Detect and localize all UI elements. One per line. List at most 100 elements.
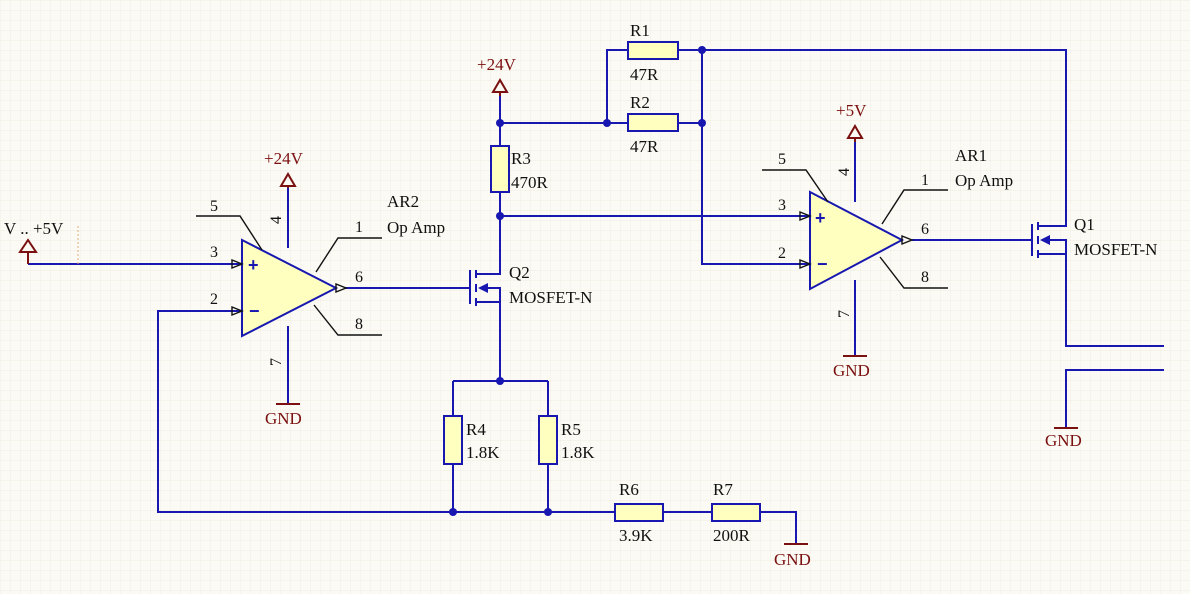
resistor-r6-body [614, 503, 664, 522]
ar2-gnd-symbol: GND [265, 403, 302, 428]
ar2-vcc-symbol: +24V [264, 149, 304, 188]
ar1-gnd-label: GND [833, 361, 870, 380]
vcc-arrow-icon [846, 124, 864, 142]
junction [603, 119, 611, 127]
ar1-pin5-number: 5 [778, 151, 786, 168]
r1-designator: R1 [630, 21, 650, 40]
wire-feedback-ar2-minus [157, 310, 615, 513]
ar1-pin3-number: 3 [778, 197, 786, 214]
ar2-vcc-label: +24V [264, 149, 304, 168]
q1-drain-lead [1038, 218, 1067, 227]
q1-arrow-icon [1040, 235, 1050, 245]
ar1-designator: AR1 [955, 146, 987, 165]
junction [698, 46, 706, 54]
ar2-pin3-arrow [231, 258, 244, 270]
ar2-pin4-number: 4 [268, 216, 285, 224]
q2-drain-lead [476, 250, 501, 275]
resistor-r4-body [443, 415, 463, 465]
ar1-vcc-label: +5V [836, 101, 867, 120]
ar1-pin7-number: 7 [836, 310, 853, 318]
q1-body-lead [1048, 239, 1067, 254]
ar1-plus-sign: + [815, 208, 826, 228]
ar2-pin5-line [196, 215, 263, 251]
ar1-vcc-symbol: +5V [836, 101, 867, 142]
ar2-pin8-number: 8 [355, 316, 363, 333]
ar1-type: Op Amp [955, 171, 1013, 190]
r3-designator: R3 [511, 149, 531, 168]
resistor-r3-body [490, 145, 510, 193]
ar2-pin3-number: 3 [210, 244, 218, 261]
junctions [449, 46, 706, 516]
r4-value: 1.8K [466, 443, 500, 462]
mosfet-q1: Q1 MOSFET-N [1031, 215, 1157, 260]
ar2-designator: AR2 [387, 192, 419, 211]
q2-type: MOSFET-N [509, 288, 592, 307]
ar2-pin7-number: 7 [268, 358, 285, 366]
ar1-pin1-number: 1 [921, 172, 929, 189]
ar2-pin2-arrow [231, 305, 244, 317]
wire-r1-right-to-q1-drain [678, 49, 1067, 218]
ar1-pin2-arrow [799, 258, 812, 270]
ar1-pin2-number: 2 [778, 245, 786, 262]
ar2-pin5-number: 5 [210, 198, 218, 215]
input-source: V .. +5V [4, 219, 64, 264]
resistor-r1-body [627, 41, 679, 60]
ar2-pin2-number: 2 [210, 291, 218, 308]
r7-gnd-label: GND [774, 550, 811, 569]
resistor-r6: R6 3.9K [614, 480, 664, 545]
ar2-plus-sign: + [248, 255, 259, 275]
r4-designator: R4 [466, 420, 486, 439]
resistor-r3: R3 470R [490, 145, 549, 193]
r3-value: 470R [511, 173, 549, 192]
op-amp-ar1-body [809, 190, 905, 291]
r6-value: 3.9K [619, 526, 653, 545]
ar1-gnd-symbol: GND [833, 355, 870, 380]
ar2-minus-sign: − [249, 301, 260, 321]
resistor-r2: R2 47R [627, 93, 679, 156]
r5-designator: R5 [561, 420, 581, 439]
junction [496, 377, 504, 385]
wire-return-to-gnd [1065, 369, 1164, 428]
q1-designator: Q1 [1074, 215, 1095, 234]
r2-designator: R2 [630, 93, 650, 112]
junction [496, 119, 504, 127]
r2-value: 47R [630, 137, 659, 156]
resistor-r2-body [627, 113, 679, 132]
ar2-pin6-number: 6 [355, 269, 363, 286]
input-label: V .. +5V [4, 219, 64, 238]
vcc-arrow-icon [279, 172, 297, 188]
r7-gnd-symbol: GND [774, 543, 811, 569]
ar2-type: Op Amp [387, 218, 445, 237]
r7-value: 200R [713, 526, 751, 545]
q2-vcc-symbol: +24V [477, 55, 517, 96]
ar2-pin1-line [315, 237, 382, 273]
resistor-r7-body [711, 503, 761, 522]
r1-value: 47R [630, 65, 659, 84]
ar1-pin1-line [881, 189, 948, 225]
r7-designator: R7 [713, 480, 733, 499]
ar1-pin3-arrow [799, 210, 812, 222]
wire-r4-r5-top-legs [452, 381, 549, 416]
resistor-r4: R4 1.8K [443, 415, 500, 465]
wire-q1-source-out [1065, 260, 1164, 347]
mosfet-q2: Q2 MOSFET-N [469, 250, 592, 307]
ar1-minus-sign: − [817, 254, 828, 274]
q2-body-lead [486, 287, 501, 302]
resistor-r1: R1 47R [627, 21, 679, 84]
ar1-pin6-number: 6 [921, 221, 929, 238]
input-arrow-icon [18, 238, 38, 264]
vcc-arrow-icon [491, 78, 509, 96]
op-amp-ar2: + − 5 3 2 1 6 8 4 7 AR2 Op Amp [196, 192, 445, 366]
ar1-pin8-number: 8 [921, 269, 929, 286]
wire-r4-r5-bottom-legs [452, 464, 549, 512]
ar1-pin6-arrow [901, 234, 914, 246]
junction [544, 508, 552, 516]
q2-vcc-label: +24V [477, 55, 517, 74]
q2-arrow-icon [478, 283, 488, 293]
ar1-pin8-line [879, 256, 948, 289]
wire-r7-to-gnd [760, 511, 797, 544]
ar2-pin8-line [313, 304, 382, 336]
q2-designator: Q2 [509, 263, 530, 282]
